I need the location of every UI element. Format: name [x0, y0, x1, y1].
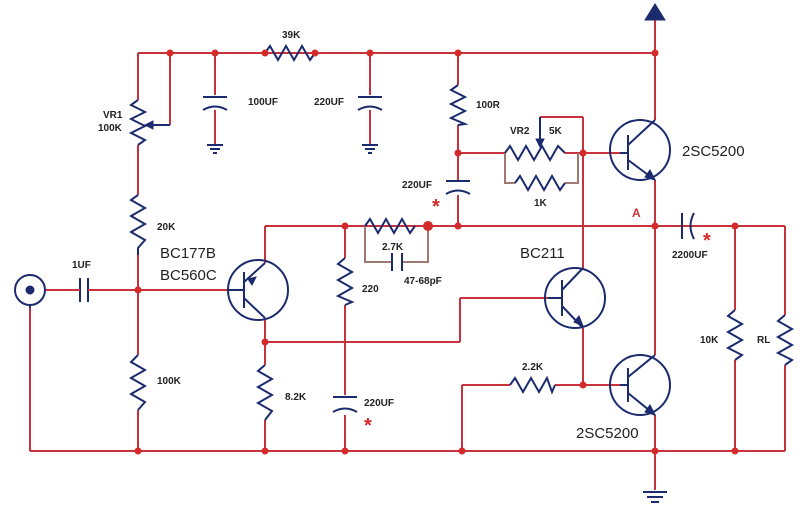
- label-vr2-name: VR2: [510, 126, 530, 137]
- wires: [29, 20, 786, 490]
- resistor-2-7k: [364, 216, 416, 236]
- capacitor-2200uf: [681, 212, 695, 240]
- label-c100uf-top: 100UF: [248, 97, 278, 108]
- capacitor-47pf: [391, 253, 403, 271]
- label-c47pf: 47-68pF: [404, 276, 442, 287]
- label-vr1-name: VR1: [103, 110, 123, 121]
- label-rl: RL: [757, 335, 770, 346]
- label-c220uf-mid: 220UF: [402, 180, 432, 191]
- resistor-1k: [514, 173, 566, 193]
- transistor-q2: [544, 267, 606, 329]
- mark-star-1: *: [432, 196, 440, 218]
- ground-icon: [643, 491, 667, 503]
- mark-star-3: *: [703, 230, 711, 252]
- capacitor-220uf-bot: [332, 396, 358, 413]
- capacitor-220uf-top: [357, 96, 383, 154]
- resistor-10k: [725, 309, 745, 361]
- label-r100r: 100R: [476, 100, 501, 111]
- junctions: [134, 49, 739, 455]
- resistor-rl: [775, 314, 795, 366]
- label-c2200uf: 2200UF: [672, 250, 708, 261]
- label-r8-2k: 8.2K: [285, 392, 307, 403]
- label-q4: 2SC5200: [576, 425, 639, 442]
- transistor-q1: [227, 259, 289, 321]
- potentiometer-vr1: [128, 99, 170, 146]
- label-q1-line2: BC560C: [160, 267, 217, 284]
- resistor-100k: [128, 354, 148, 411]
- label-vr1-value: 100K: [98, 123, 123, 134]
- resistor-39k: [264, 43, 316, 63]
- potentiometer-vr2: [504, 117, 566, 163]
- label-node-a: A: [632, 206, 641, 220]
- supply-arrow-icon: [644, 3, 666, 21]
- label-vr2-value: 5K: [549, 126, 563, 137]
- label-r2-7k: 2.7K: [382, 242, 404, 253]
- label-r2-2k: 2.2K: [522, 362, 544, 373]
- capacitor-100uf: [202, 96, 228, 154]
- label-c220uf-bot: 220UF: [364, 398, 394, 409]
- label-r10k: 10K: [700, 335, 719, 346]
- mark-star-2: *: [364, 415, 372, 437]
- resistor-2-2k: [509, 375, 556, 395]
- label-q3: 2SC5200: [682, 143, 745, 160]
- label-c220uf-top: 220UF: [314, 97, 344, 108]
- resistor-8-2k: [255, 364, 275, 421]
- label-r220: 220: [362, 284, 379, 295]
- label-q1-line1: BC177B: [160, 245, 216, 262]
- label-r1k: 1K: [534, 198, 548, 209]
- resistor-100r: [448, 84, 469, 126]
- label-r39k: 39K: [282, 30, 301, 41]
- transistor-q4: [609, 354, 671, 416]
- capacitor-220uf-mid: [445, 180, 471, 195]
- parallel-wires: [364, 153, 579, 263]
- transistor-q3: [609, 119, 671, 181]
- resistor-220: [335, 257, 355, 306]
- input-connector-icon[interactable]: [14, 274, 46, 308]
- label-r20k: 20K: [157, 222, 176, 233]
- label-q2: BC211: [520, 245, 565, 262]
- label-c1uf: 1UF: [72, 260, 91, 271]
- resistor-20k: [128, 194, 148, 255]
- capacitor-1uf: [75, 278, 95, 302]
- label-r100k: 100K: [157, 376, 182, 387]
